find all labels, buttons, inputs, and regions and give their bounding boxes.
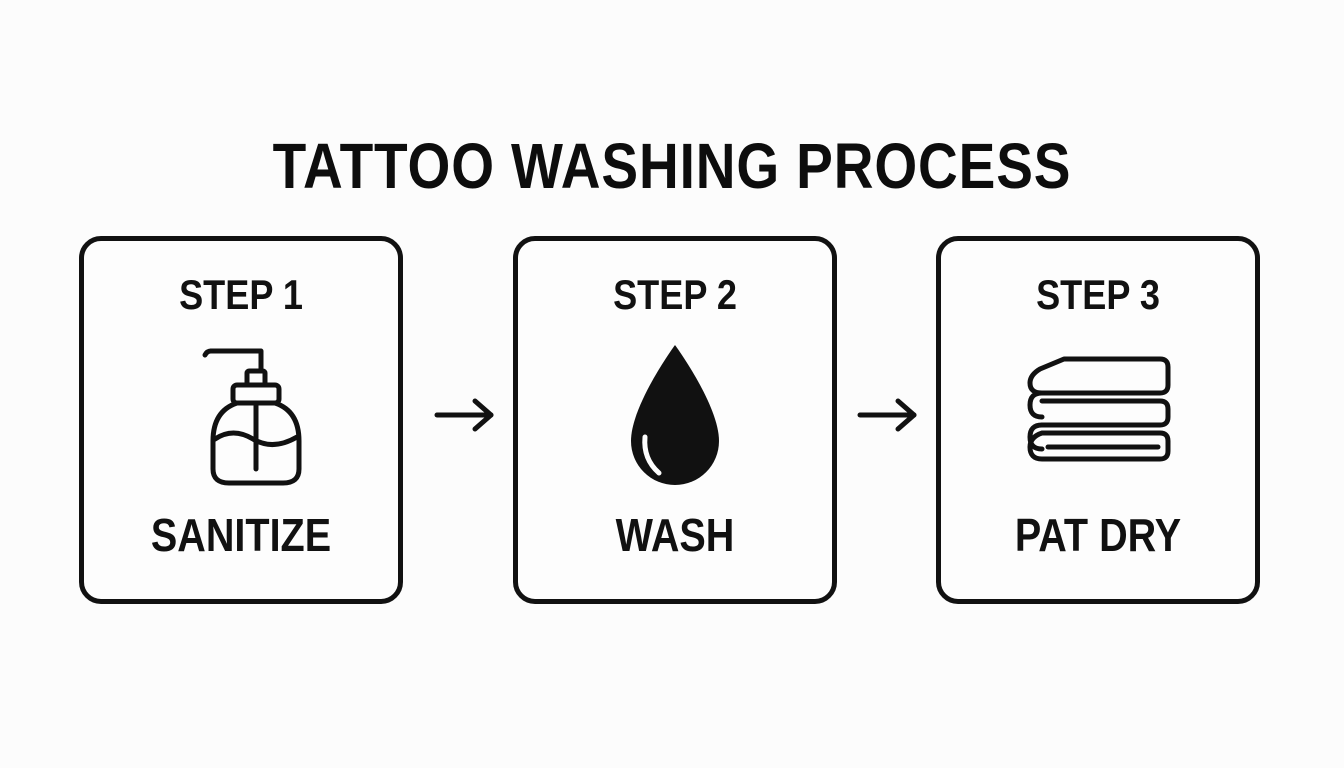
arrow-right-icon: [434, 398, 494, 432]
step-action-label: WASH: [615, 509, 735, 561]
step-number-label: STEP 3: [1036, 271, 1160, 318]
step-action-label: SANITIZE: [150, 509, 332, 561]
step-card-sanitize: STEP 1 SANITIZE: [79, 236, 403, 604]
step-number-label: STEP 2: [613, 271, 737, 318]
arrow-right-icon: [857, 398, 917, 432]
water-drop-icon: [631, 345, 719, 485]
step-action-label: PAT DRY: [1014, 509, 1182, 561]
folded-towel-icon: [1027, 356, 1171, 462]
step-card-pat-dry: STEP 3 PAT DRY: [936, 236, 1260, 604]
soap-pump-bottle-icon: [202, 348, 302, 486]
step-card-wash: STEP 2 WASH: [513, 236, 837, 604]
step-number-label: STEP 1: [179, 271, 303, 318]
diagram-title: TATTOO WASHING PROCESS: [272, 130, 1072, 202]
